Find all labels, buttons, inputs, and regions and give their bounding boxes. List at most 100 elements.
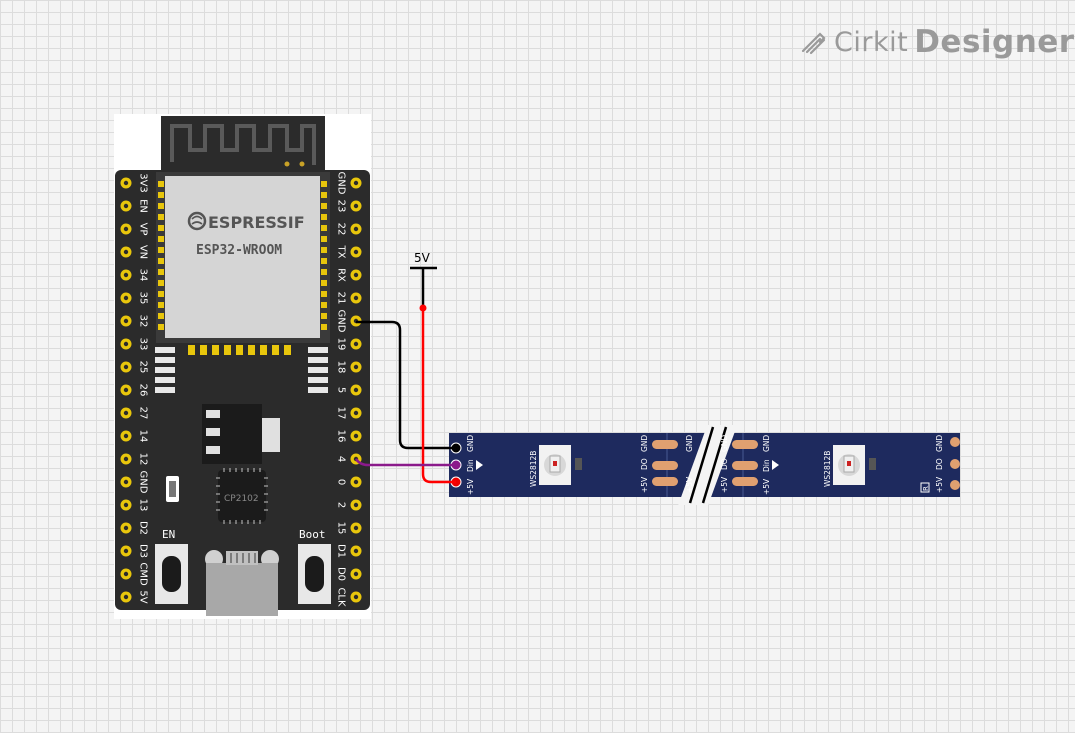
boot-button[interactable]: Boot	[298, 528, 331, 604]
strip-break	[678, 425, 738, 505]
left-pin-hole	[123, 479, 129, 485]
left-pin-hole	[123, 272, 129, 278]
left-pin-hole	[123, 456, 129, 462]
right-pin-hole	[353, 180, 359, 186]
right-pin-hole	[353, 410, 359, 416]
right-pin-label: 5	[336, 387, 347, 393]
left-pin-header: 3V3ENVPVN343532332526271412GND13D2D3CMD5…	[120, 173, 149, 604]
right-pin-hole	[353, 502, 359, 508]
left-pin-label: 12	[138, 453, 149, 466]
voltage-regulator	[202, 404, 280, 464]
pad-label-do-end: DO	[935, 458, 944, 470]
pad-label-gnd-in: GND	[466, 435, 475, 452]
right-pin-label: 2	[336, 502, 347, 508]
left-pin-hole	[123, 318, 129, 324]
right-pin-hole	[353, 594, 359, 600]
right-pin-label: 22	[336, 223, 347, 236]
left-pin-hole	[123, 548, 129, 554]
pad-label-gnd-end: GND	[935, 435, 944, 452]
left-pin-label: 35	[138, 292, 149, 305]
right-pin-label: 4	[336, 456, 347, 462]
left-pin-label: 27	[138, 407, 149, 420]
brand-name-cirkit: Cirkit	[834, 26, 909, 58]
wroom-module	[165, 176, 320, 338]
left-pin-label: 32	[138, 315, 149, 328]
right-pin-label: RX	[336, 268, 347, 282]
power-label: 5V	[414, 251, 431, 265]
wire-data[interactable]	[354, 458, 456, 467]
right-pin-hole	[353, 364, 359, 370]
wire-5v[interactable]	[421, 307, 456, 484]
right-pin-label: 15	[336, 522, 347, 535]
espressif-label: ESPRESSIF	[208, 213, 305, 232]
wire-gnd[interactable]	[356, 320, 456, 450]
right-pin-label: CLK	[336, 587, 347, 607]
right-pin-hole	[353, 295, 359, 301]
right-pin-label: 0	[336, 479, 347, 485]
right-pin-hole	[353, 341, 359, 347]
left-pin-label: CMD	[138, 562, 149, 586]
pad-label-gnd-mid: GND	[720, 435, 729, 452]
esp32-board[interactable]: ESPRESSIF ESP32-WROOM	[114, 114, 371, 619]
pad-label-5v-mid: +5V	[720, 476, 729, 493]
power-symbol-5v[interactable]: 5V	[410, 251, 437, 307]
antenna-trace	[170, 124, 316, 165]
pad-label-5v-end: +5V	[935, 476, 944, 493]
solder-pads	[652, 437, 960, 490]
right-pin-hole	[353, 548, 359, 554]
pad-label-5v-in-2a: +5V	[685, 476, 694, 493]
ws2812b-led-strip[interactable]: GND Din +5V WS2812B GND DO +5V GND +5V G…	[449, 425, 960, 505]
left-pin-hole	[123, 180, 129, 186]
espressif-logo: ESPRESSIF ESP32-WROOM	[187, 211, 305, 258]
pad-label-5v-out-1: +5V	[640, 476, 649, 493]
left-pin-label: 34	[138, 269, 149, 282]
right-pin-label: TX	[336, 245, 347, 259]
left-pin-hole	[123, 410, 129, 416]
left-pin-label: 14	[138, 430, 149, 443]
left-pin-hole	[123, 502, 129, 508]
left-pin-label: 13	[138, 499, 149, 512]
left-pin-label: VP	[138, 223, 149, 236]
end-badge	[920, 482, 930, 493]
left-pin-hole	[123, 364, 129, 370]
left-pin-hole	[123, 295, 129, 301]
left-pin-label: 5V	[138, 590, 149, 603]
pencil-logo-icon	[801, 32, 826, 55]
cp2102-chip: CP2102	[216, 468, 268, 524]
left-pin-label: 3V3	[138, 173, 149, 193]
right-pin-hole	[353, 249, 359, 255]
right-pin-hole	[353, 479, 359, 485]
right-pin-label: 23	[336, 200, 347, 213]
boot-label: Boot	[299, 528, 326, 541]
right-pin-label: 16	[336, 430, 347, 443]
micro-usb-port	[205, 550, 279, 616]
right-pin-label: GND	[336, 172, 347, 195]
left-pin-label: 33	[138, 338, 149, 351]
right-pin-label: D0	[336, 567, 347, 581]
left-pin-label: 26	[138, 384, 149, 397]
pad-label-gnd-out-1: GND	[640, 435, 649, 452]
right-pin-hole	[353, 571, 359, 577]
left-pin-label: 25	[138, 361, 149, 374]
left-pin-hole	[123, 249, 129, 255]
right-pin-hole	[353, 203, 359, 209]
right-pin-label: 21	[336, 292, 347, 305]
end-badge-label: R	[922, 486, 930, 491]
pad-label-do-mid: DO	[720, 458, 729, 470]
left-pin-label: D2	[138, 521, 149, 535]
en-button[interactable]: EN	[155, 528, 188, 604]
right-pin-hole	[353, 226, 359, 232]
left-pin-hole	[123, 226, 129, 232]
left-pin-label: VN	[138, 245, 149, 259]
led-chip-label-2: WS2812B	[823, 451, 832, 487]
right-pin-hole	[353, 525, 359, 531]
data-direction-arrow	[476, 460, 483, 470]
pad-label-5v-in: +5V	[466, 478, 475, 495]
left-pin-label: D3	[138, 544, 149, 558]
right-pin-label: 18	[336, 361, 347, 374]
board-pads	[155, 347, 328, 393]
pad-label-5v-in-2: +5V	[762, 478, 771, 495]
led-chip-label-1: WS2812B	[529, 451, 538, 487]
right-pin-label: 19	[336, 338, 347, 351]
